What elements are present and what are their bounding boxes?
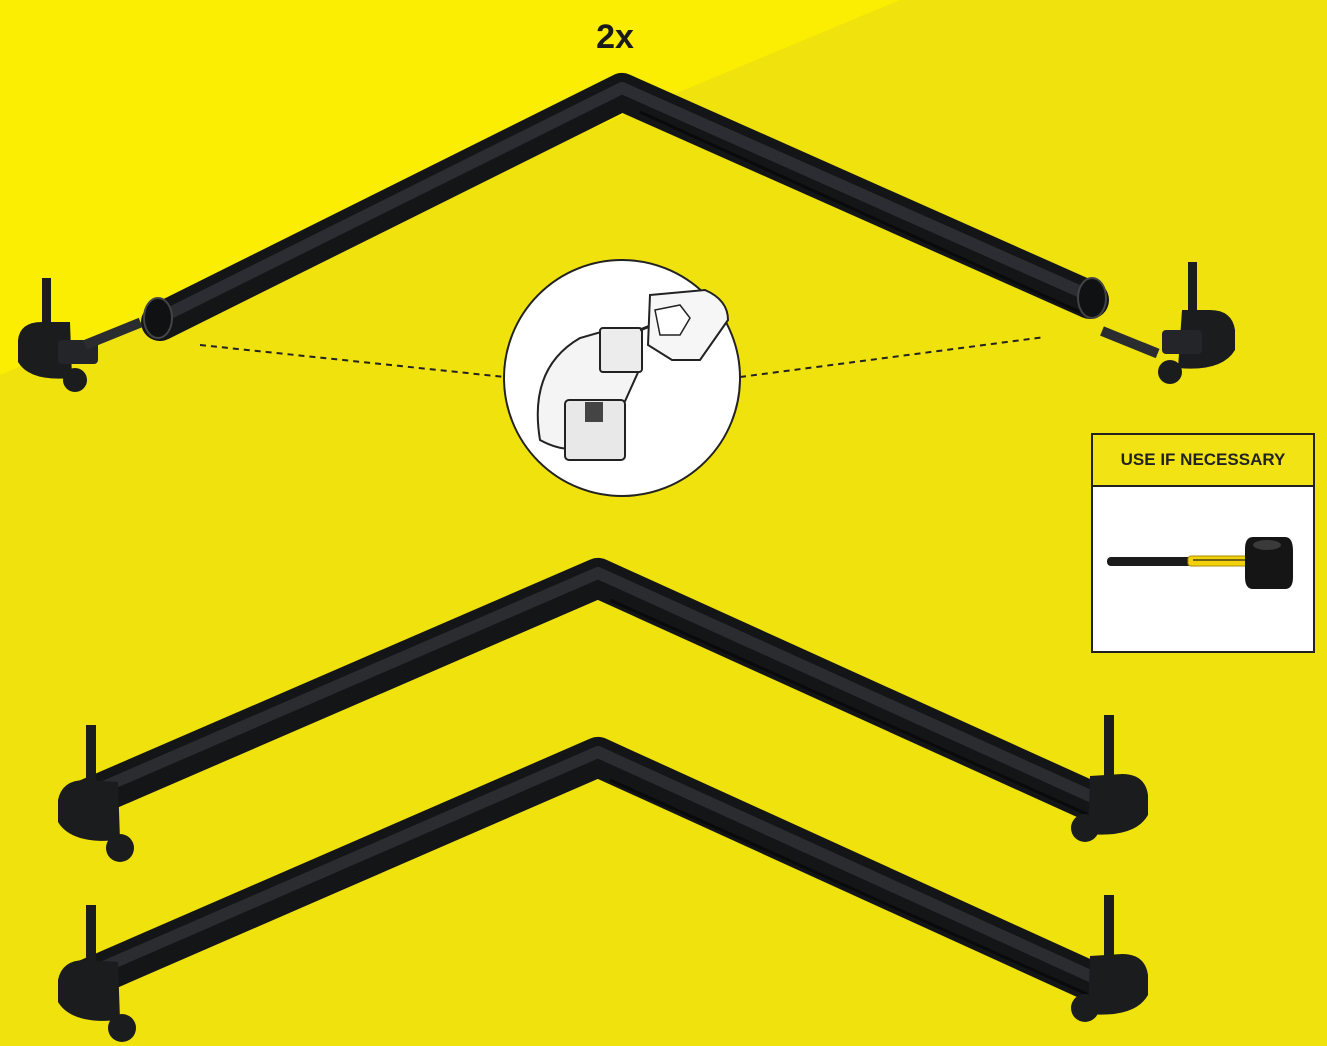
rubber-mallet-icon [1093,487,1313,653]
tool-panel-header: USE IF NECESSARY [1093,435,1313,487]
quantity-label: 2x [560,18,670,57]
corner-connector-right [1100,262,1235,384]
assembled-v-frame-1 [58,573,1148,862]
assembled-v-frame-2 [58,752,1148,1042]
leader-line-left [200,345,505,377]
connector-insert-detail-icon [504,260,740,496]
tool-panel-body [1093,487,1313,653]
leader-line-right [740,337,1045,377]
tool-panel: USE IF NECESSARY [1091,433,1315,653]
